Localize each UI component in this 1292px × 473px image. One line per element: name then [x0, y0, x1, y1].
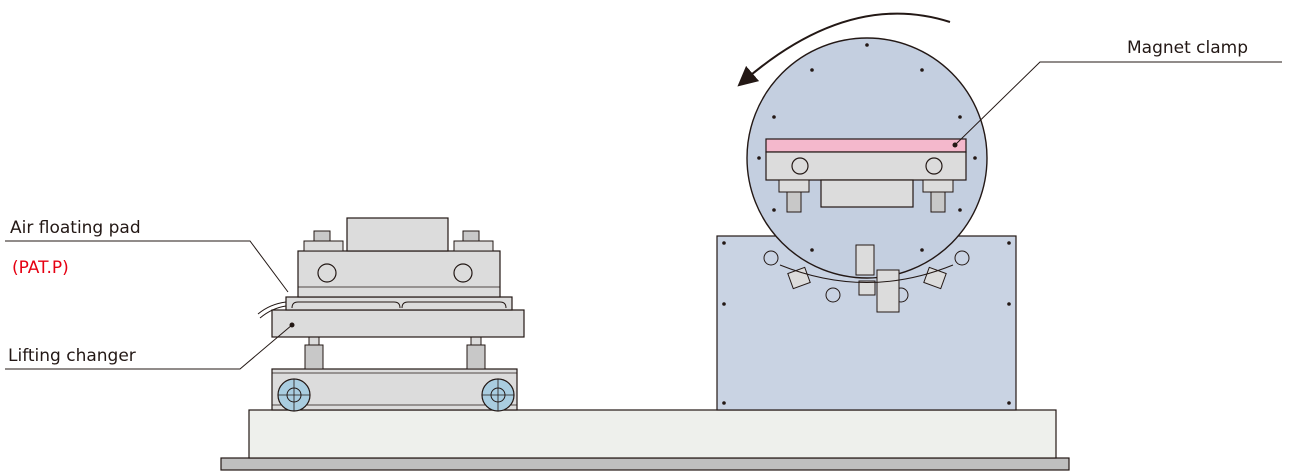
lifting-changer-label: Lifting changer	[8, 346, 136, 366]
magnet-clamp	[765, 138, 967, 153]
magnet-clamp-label: Magnet clamp	[1127, 38, 1249, 58]
die-block	[297, 217, 501, 298]
air-floating-pad-label: Air floating pad	[10, 218, 141, 238]
wheel-left	[277, 378, 311, 412]
patent-label: (PAT.P)	[12, 258, 69, 278]
lifting-changer-carriage	[271, 368, 518, 411]
base-plate	[220, 409, 1070, 471]
rotation-arrow	[737, 12, 951, 87]
clamped-die	[765, 151, 967, 213]
leader-lines	[5, 61, 1282, 370]
wheel-right	[481, 378, 515, 412]
lifting-posts	[304, 336, 486, 370]
lifting-changer-table	[271, 309, 525, 338]
drive-mechanism	[779, 244, 954, 313]
